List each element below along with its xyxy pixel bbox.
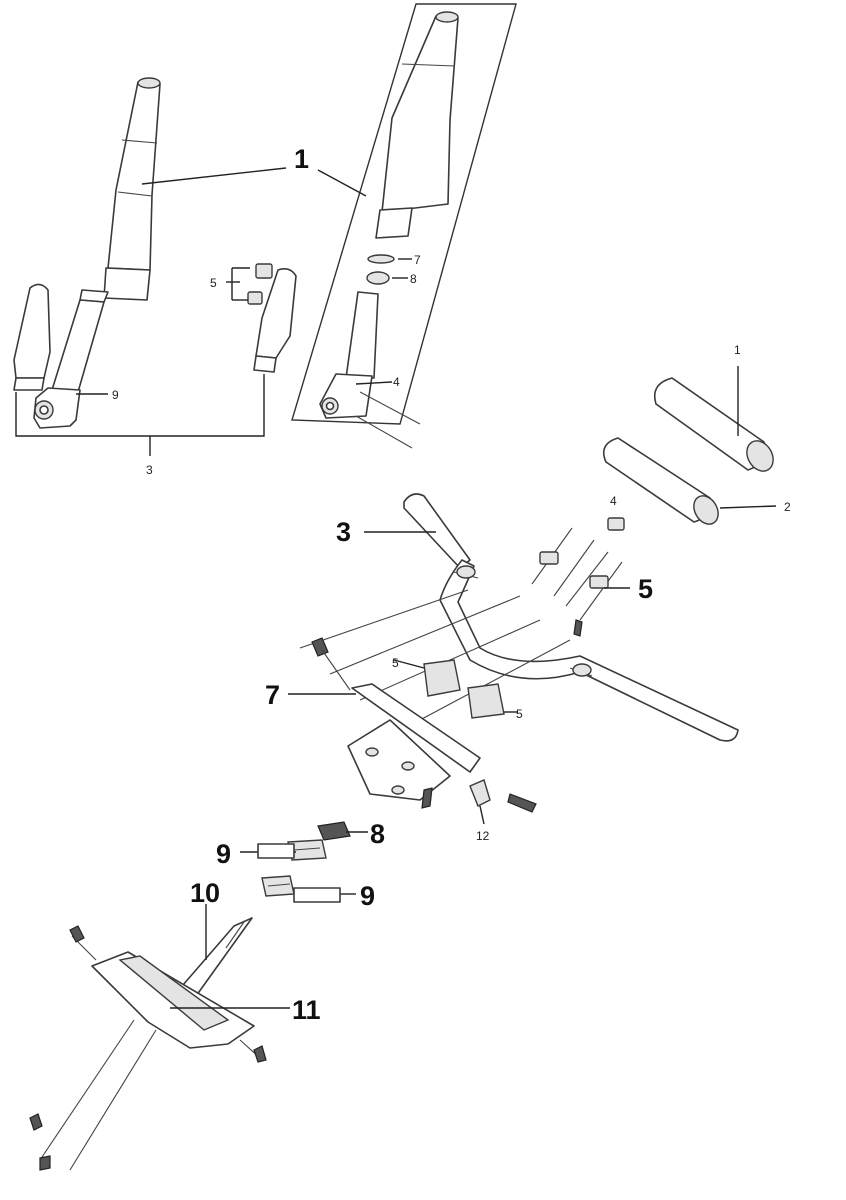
clamp-bolts — [531, 517, 625, 637]
callout-fork-retainer-ring: 8 — [410, 272, 417, 286]
callout-under-bracket: 11 — [292, 995, 321, 1025]
callout-steering-stem: 10 — [190, 878, 220, 908]
callout-handlebar-holder-upper: 5 — [638, 574, 653, 604]
callout-fork-guard-collar: 5 — [210, 276, 217, 290]
top-bridge — [311, 637, 537, 813]
callout-grip-inner: 2 — [784, 500, 791, 514]
steering-nut — [317, 821, 351, 841]
callout-fork-assembly: 1 — [294, 144, 309, 174]
callout-handlebar: 3 — [336, 517, 351, 547]
callout-steering-nut: 8 — [370, 819, 385, 849]
callout-holder-lower-right: 5 — [516, 707, 523, 721]
callout-fork-bottom-case-bolt: 9 — [112, 388, 119, 402]
callout-bearing-lower: 9 — [360, 881, 375, 911]
callout-bracket-bolt: 12 — [476, 829, 490, 843]
callout-fork-leg-set: 3 — [146, 463, 153, 477]
callout-clamp-bolt-top: 4 — [610, 494, 617, 508]
holder-lower-left — [423, 659, 461, 697]
fork-left-assembly — [33, 77, 161, 429]
fork-guard-right — [247, 263, 297, 373]
fork-detail-leg — [319, 11, 459, 449]
callout-holder-lower-left: 5 — [392, 656, 399, 670]
callout-bearing-upper: 9 — [216, 839, 231, 869]
callout-top-bridge: 7 — [265, 680, 280, 710]
bracket-bolt — [469, 779, 491, 825]
fork-detail-frame — [291, 3, 517, 425]
handlebar — [403, 493, 739, 742]
grip-outer — [653, 377, 774, 472]
callout-fork-dust-seal: 7 — [414, 253, 421, 267]
callout-grip-outer: 1 — [734, 343, 741, 357]
callout-fork-axle-pin: 4 — [393, 375, 400, 389]
holder-lower-right — [467, 683, 505, 719]
bearing-lower — [261, 875, 295, 897]
under-bracket — [29, 925, 267, 1171]
fork-guard-left — [13, 283, 51, 391]
grip-inner — [602, 437, 719, 525]
